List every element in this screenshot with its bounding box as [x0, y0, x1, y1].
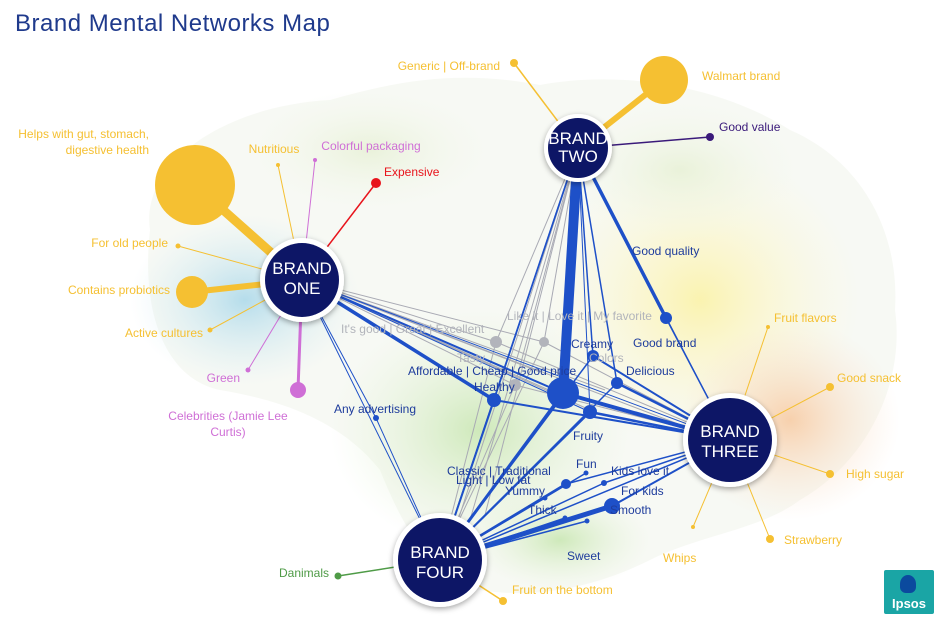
label-healthy: Healthy	[474, 380, 515, 394]
node-colorful	[313, 158, 317, 162]
node-fruitflavors	[766, 325, 770, 329]
node-healthy	[487, 393, 501, 407]
label-fruitflavors: Fruit flavors	[774, 311, 837, 325]
brand-four-line1: BRAND	[410, 543, 470, 562]
brand-four-line2: FOUR	[416, 563, 464, 582]
brand-node-one: BRAND ONE	[260, 238, 344, 322]
ipsos-logo-text: Ipsos	[892, 596, 926, 611]
node-creamy	[587, 350, 599, 362]
node-fruitbottom	[499, 597, 507, 605]
node-forkids	[604, 498, 620, 514]
node-danimals	[334, 572, 342, 580]
brand-three-line2: THREE	[701, 442, 759, 461]
page-title: Brand Mental Networks Map	[15, 10, 331, 37]
label-likeit: Like it | Love it | My favorite	[507, 309, 652, 323]
label-probiotics: Contains probiotics	[68, 283, 170, 297]
label-itsgood: It's good | Great | Excellent	[341, 322, 485, 336]
label-tasty: Tasty	[457, 351, 485, 365]
brand-one-line2: ONE	[284, 279, 321, 298]
label-affordable: Affordable | Cheap | Good price	[408, 364, 576, 378]
label-fun: Fun	[576, 457, 597, 471]
attribute-labels: Helps with gut, stomach, digestive healt…	[18, 59, 904, 597]
label-creamy: Creamy	[571, 337, 613, 351]
label-goodquality: Good quality	[632, 244, 699, 258]
label-goodbrand: Good brand	[633, 336, 696, 350]
node-affordable	[547, 377, 579, 409]
node-thick	[562, 515, 568, 521]
node-advertising	[373, 415, 379, 421]
label-gut-health-1: Helps with gut, stomach,	[18, 127, 149, 141]
label-delicious: Delicious	[626, 364, 675, 378]
label-danimals: Danimals	[279, 566, 329, 580]
label-smooth: Smooth	[610, 503, 651, 517]
brand-node-three: BRAND THREE	[683, 393, 777, 487]
label-generic: Generic | Off-brand	[398, 59, 500, 73]
node-gut-health	[155, 145, 235, 225]
node-goodsnack	[826, 383, 834, 391]
node-nutritious	[276, 163, 280, 167]
node-celebrities	[290, 382, 306, 398]
label-goodvalue: Good value	[719, 120, 781, 134]
brand-node-two: BRAND TWO	[544, 114, 612, 182]
label-fruity: Fruity	[573, 429, 603, 443]
label-expensive: Expensive	[384, 165, 440, 179]
label-cultures: Active cultures	[125, 326, 203, 340]
node-kidslove	[601, 480, 607, 486]
label-colorful: Colorful packaging	[321, 139, 420, 153]
node-strawberry	[766, 535, 774, 543]
node-highsugar	[826, 470, 834, 478]
label-colors: Colors	[589, 351, 624, 365]
node-cultures	[207, 327, 213, 333]
label-lightlowfat: Light | Low fat	[456, 473, 531, 487]
label-fruitbottom: Fruit on the bottom	[512, 583, 613, 597]
label-goodsnack: Good snack	[837, 371, 902, 385]
attribute-nodes	[155, 56, 834, 605]
node-delicious	[611, 377, 623, 389]
node-walmart	[640, 56, 688, 104]
label-gut-health-2: digestive health	[66, 143, 149, 157]
node-goodbrand	[660, 312, 672, 324]
node-goodvalue	[706, 133, 714, 141]
node-yummy	[542, 495, 548, 501]
label-kidslove: Kids love it	[611, 464, 670, 478]
label-green: Green	[207, 371, 240, 385]
node-fun	[583, 470, 589, 476]
ipsos-logo-mark	[900, 575, 916, 593]
label-classic: Classic | Traditional	[447, 464, 551, 478]
node-oldpeople	[175, 243, 181, 249]
node-classic	[561, 479, 571, 489]
label-nutritious: Nutritious	[249, 142, 300, 156]
label-celebrities-1: Celebrities (Jamie Lee	[168, 409, 288, 423]
ipsos-logo: Ipsos	[884, 570, 934, 614]
node-whips	[691, 525, 695, 529]
label-strawberry: Strawberry	[784, 533, 842, 547]
node-fruity	[583, 405, 597, 419]
node-probiotics	[176, 276, 208, 308]
label-yummy: Yummy	[505, 484, 545, 498]
label-thick: Thick	[528, 503, 558, 517]
brand-two-line2: TWO	[558, 147, 598, 166]
node-tasty	[509, 379, 521, 391]
brand-three-line1: BRAND	[700, 422, 760, 441]
node-smooth	[584, 518, 590, 524]
node-green	[245, 367, 251, 373]
label-walmart: Walmart brand	[702, 69, 780, 83]
node-likeit	[539, 337, 549, 347]
label-forkids: For kids	[621, 484, 664, 498]
node-expensive	[371, 178, 381, 188]
label-highsugar: High sugar	[846, 467, 904, 481]
node-itsgood	[490, 336, 502, 348]
label-advertising: Any advertising	[334, 402, 416, 416]
label-whips: Whips	[663, 551, 696, 565]
label-sweet: Sweet	[567, 549, 601, 563]
label-celebrities-2: Curtis)	[210, 425, 245, 439]
brand-two-line1: BRAND	[548, 129, 608, 148]
brand-node-four: BRAND FOUR	[393, 513, 487, 607]
node-generic	[510, 59, 518, 67]
label-oldpeople: For old people	[91, 236, 168, 250]
brand-one-line1: BRAND	[272, 259, 332, 278]
